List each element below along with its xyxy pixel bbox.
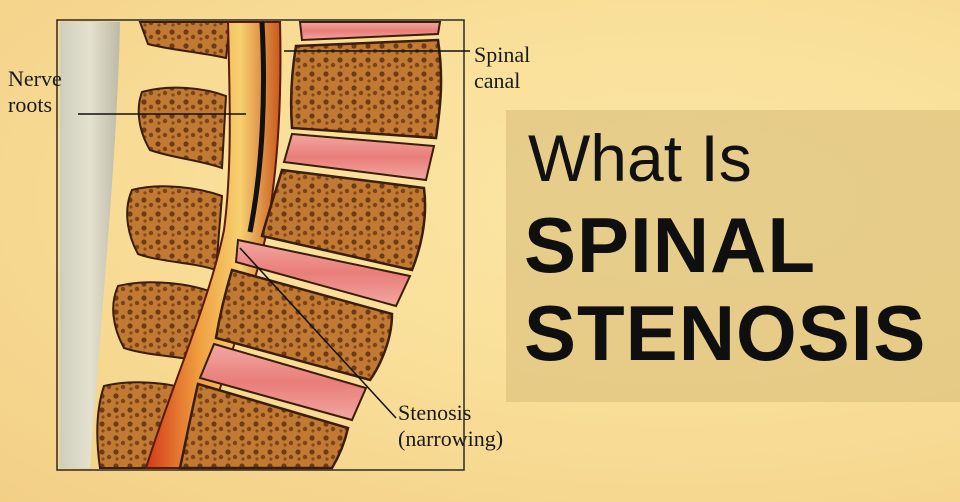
diagram-frame	[56, 19, 465, 471]
herniated-disc	[234, 238, 412, 308]
title-panel	[506, 110, 960, 402]
title-what-is: What Is	[528, 121, 752, 195]
ligament	[60, 22, 120, 468]
label-nerve-roots: Nerve roots	[8, 66, 62, 117]
pointer-stenosis	[239, 247, 397, 419]
dura-dark-line	[247, 21, 266, 233]
label-stenosis: Stenosis (narrowing)	[398, 400, 504, 451]
label-spinal-canal: Spinal canal	[474, 42, 531, 93]
title-spinal: SPINAL	[524, 201, 817, 289]
title-stenosis: STENOSIS	[524, 289, 927, 377]
vertebral-bodies	[178, 21, 443, 470]
